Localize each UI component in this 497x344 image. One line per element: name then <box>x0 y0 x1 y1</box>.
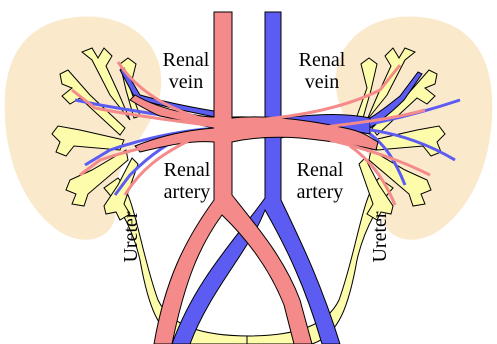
label-renal-vein-left-line1: Renal <box>163 49 210 71</box>
label-renal-artery-left-line1: Renal <box>164 159 211 181</box>
label-renal-vein-left: Renal vein <box>163 49 210 93</box>
label-renal-vein-right-line2: vein <box>305 71 339 93</box>
label-renal-artery-right: Renal artery <box>297 159 344 203</box>
label-renal-vein-right: Renal vein <box>299 49 346 93</box>
label-renal-artery-left: Renal artery <box>164 159 211 203</box>
label-renal-vein-left-line2: vein <box>169 71 203 93</box>
label-renal-vein-right-line1: Renal <box>299 49 346 71</box>
label-renal-artery-left-line2: artery <box>164 181 211 203</box>
label-renal-artery-right-line1: Renal <box>297 159 344 181</box>
label-renal-artery-right-line2: artery <box>297 181 344 203</box>
label-ureter-right: Ureter <box>369 211 391 262</box>
label-ureter-left: Ureter <box>120 211 142 262</box>
